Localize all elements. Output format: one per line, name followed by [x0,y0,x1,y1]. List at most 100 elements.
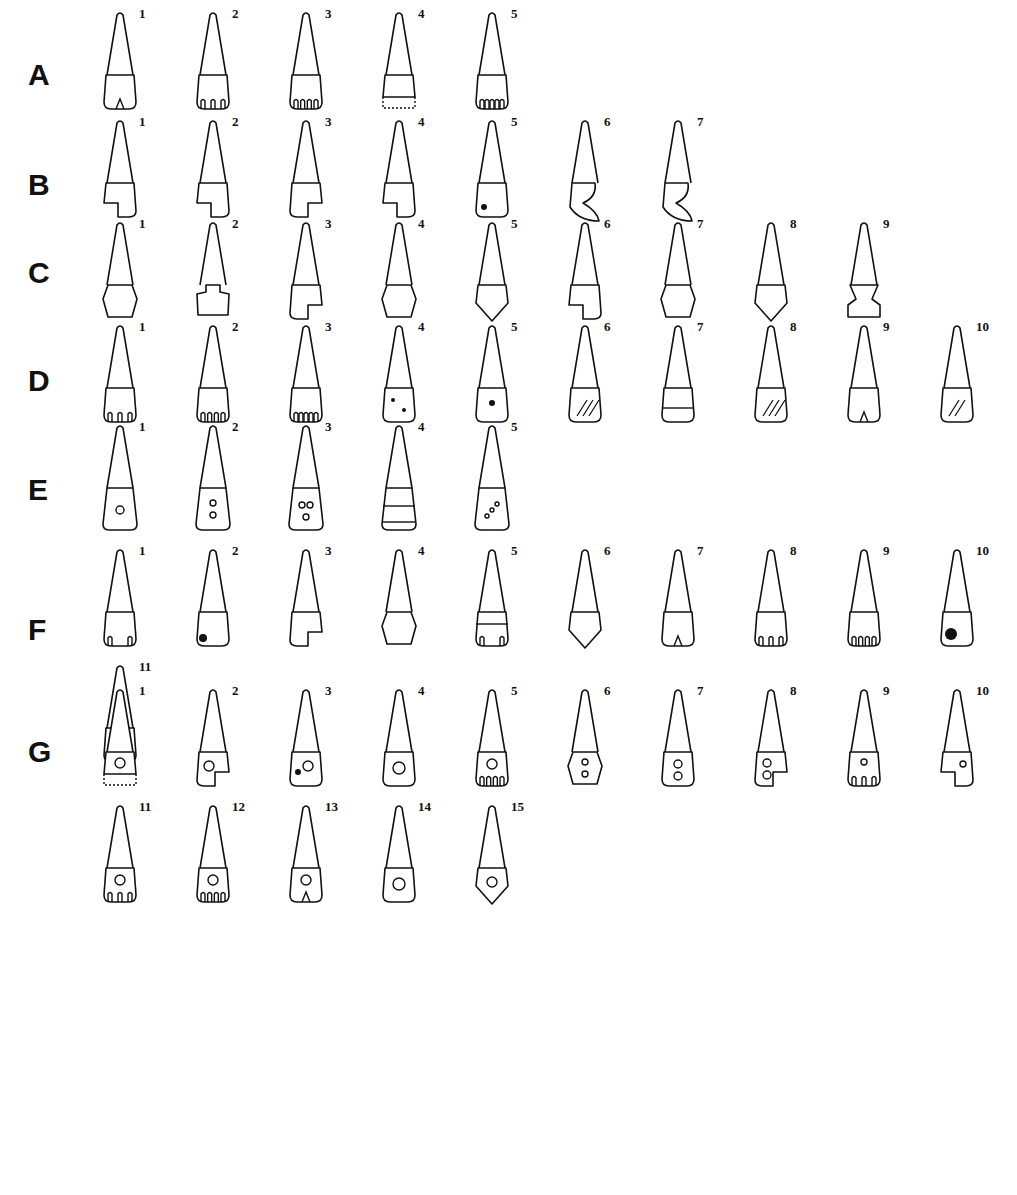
tooth-root [758,550,784,612]
tooth-root [851,326,877,388]
fracture-notch [116,99,124,109]
tooth-root [293,326,319,388]
tooth-crown [382,612,416,644]
callout-number: 5 [511,7,518,20]
tooth-root [572,326,598,388]
callout-number: 10 [976,684,989,697]
tooth-root [293,223,319,285]
fracture-line [759,637,763,647]
pulp-exposure [116,506,124,514]
tooth-crown [197,612,229,646]
tooth-crown [476,75,508,109]
tooth-crown [848,285,880,317]
fracture-mark [402,408,406,412]
callout-number: 4 [418,544,425,557]
tooth-root [107,806,133,868]
pulp-exposure [490,508,494,512]
pulp-exposure [582,771,588,777]
row-letter: G [28,737,51,767]
row-letter: C [28,258,50,288]
tooth-crown [290,868,322,902]
callout-number: 14 [418,800,431,813]
tooth-crown [476,868,508,904]
fracture-line [118,893,122,903]
fracture-line [763,400,773,416]
tooth-crown [755,388,787,422]
tooth-root [851,690,877,752]
tooth-crown [290,183,322,217]
callout-number: 3 [325,684,332,697]
tooth-root [665,690,691,752]
tooth-root [479,806,505,868]
fracture-line [500,637,504,647]
tooth-root [293,806,319,868]
fracture-line [208,413,212,423]
pulp-exposure [393,762,405,774]
tooth-crown [290,388,322,422]
tooth-root [200,121,226,183]
tooth-root [572,690,598,752]
tooth-root [107,690,133,752]
fracture-line [214,893,218,903]
fracture-line [955,400,965,416]
fracture-line [577,400,587,416]
tooth-root [200,550,226,612]
tooth-crown [104,388,136,422]
tooth-crown [475,488,509,530]
pulp-exposure [208,875,218,885]
tooth-crown [661,285,695,317]
fracture-line [487,777,491,787]
callout-number: 5 [511,684,518,697]
callout-number: 5 [511,217,518,230]
fracture-line [314,100,318,110]
tooth-crown [848,612,880,646]
fracture-line [865,637,869,647]
pulp-exposure [487,877,497,887]
pulp-exposure [210,512,216,518]
tooth-root [572,550,598,612]
callout-number: 9 [883,217,890,230]
pulp-exposure [307,502,313,508]
tooth-root [200,426,226,488]
tooth-root [293,13,319,75]
fracture-line [862,777,866,787]
fracture-line [108,893,112,903]
pulp-exposure [487,759,497,769]
tooth-root [944,550,970,612]
pulp-exposure [763,759,771,767]
tooth-root [758,223,784,285]
tooth-crown [104,183,136,217]
callout-number: 6 [604,115,611,128]
tooth-root [851,550,877,612]
tooth-root [851,223,877,285]
callout-number: 9 [883,684,890,697]
tooth-crown [663,183,692,221]
callout-number: 1 [139,544,146,557]
callout-number: 8 [790,684,797,697]
tooth-root [107,550,133,612]
tooth-crown [476,752,508,786]
fracture-line [500,100,504,110]
tooth-crown [941,612,973,646]
pulp-exposure [674,772,682,780]
pulp-exposure [210,500,216,506]
tooth-root [479,690,505,752]
fracture-notch [674,636,682,646]
tooth-crown [103,285,137,317]
fracture-line [301,100,305,110]
tooth-crown [941,388,973,422]
callout-number: 5 [511,320,518,333]
callout-number: 4 [418,684,425,697]
pulp-exposure [674,760,682,768]
callout-number: 11 [139,660,151,673]
callout-number: 1 [139,684,146,697]
callout-number: 1 [139,7,146,20]
fracture-line [118,413,122,423]
tooth-crown [383,868,415,902]
pulp-exposure [115,758,125,768]
tooth-root [107,121,133,183]
fracture-line [128,637,132,647]
missing-fragment [383,97,415,108]
fracture-line [383,505,415,506]
tooth-root [293,550,319,612]
